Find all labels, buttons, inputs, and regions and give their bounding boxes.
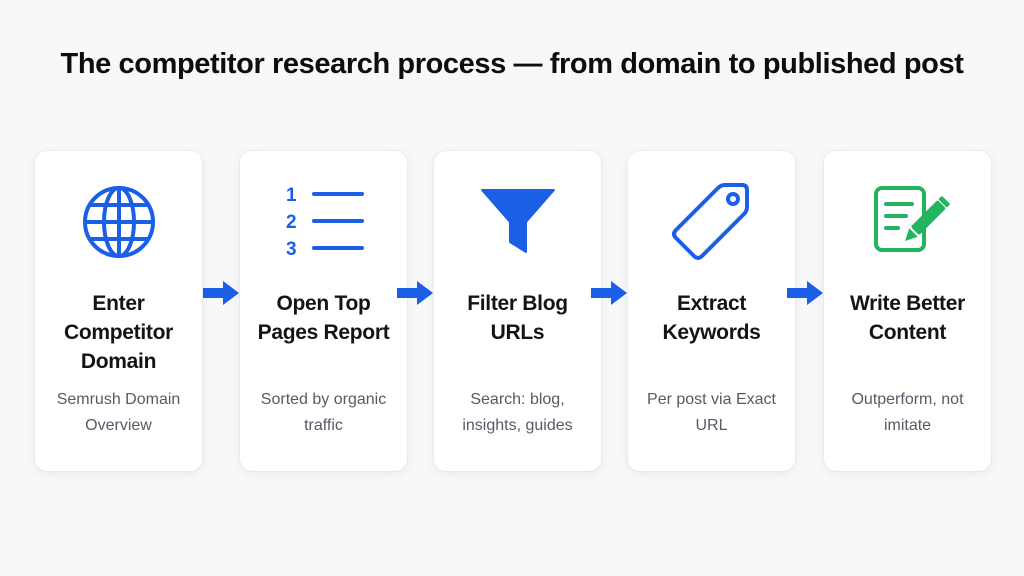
step-description: Search: blog, insights, guides bbox=[462, 391, 573, 434]
list-number: 1 bbox=[286, 185, 297, 206]
flow-arrow-icon bbox=[787, 281, 823, 305]
step-heading: Filter Blog URLs bbox=[467, 292, 568, 344]
tag-icon bbox=[628, 181, 795, 263]
step-card-4: Extract Keywords Per post via Exact URL bbox=[628, 151, 795, 471]
step-heading: Write Better Content bbox=[849, 292, 966, 344]
funnel-icon bbox=[434, 181, 601, 263]
step-description: Semrush Domain Overview bbox=[56, 391, 181, 434]
step-heading: Extract Keywords bbox=[662, 292, 761, 344]
step-heading: Enter Competitor Domain bbox=[64, 292, 173, 373]
step-description: Per post via Exact URL bbox=[647, 391, 776, 434]
step-description: Sorted by organic traffic bbox=[260, 391, 387, 434]
flow-arrow-icon bbox=[203, 281, 239, 305]
flow-arrow-icon bbox=[397, 281, 433, 305]
globe-icon bbox=[35, 181, 202, 263]
list-number: 2 bbox=[286, 212, 297, 233]
step-heading: Open Top Pages Report bbox=[257, 292, 390, 344]
edit-document-icon bbox=[824, 181, 991, 263]
step-description: Outperform, not imitate bbox=[851, 391, 964, 434]
flow-arrow-icon bbox=[591, 281, 627, 305]
step-card-1: Enter Competitor Domain Semrush Domain O… bbox=[35, 151, 202, 471]
step-card-5: Write Better Content Outperform, not imi… bbox=[824, 151, 991, 471]
list-number: 3 bbox=[286, 239, 297, 260]
diagram-title: The competitor research process — from d… bbox=[60, 48, 964, 80]
numbered-list-icon: 1 2 3 bbox=[240, 181, 407, 263]
step-card-2: 1 2 3 Open Top Pages Report Sorted by or… bbox=[240, 151, 407, 471]
step-card-3: Filter Blog URLs Search: blog, insights,… bbox=[434, 151, 601, 471]
